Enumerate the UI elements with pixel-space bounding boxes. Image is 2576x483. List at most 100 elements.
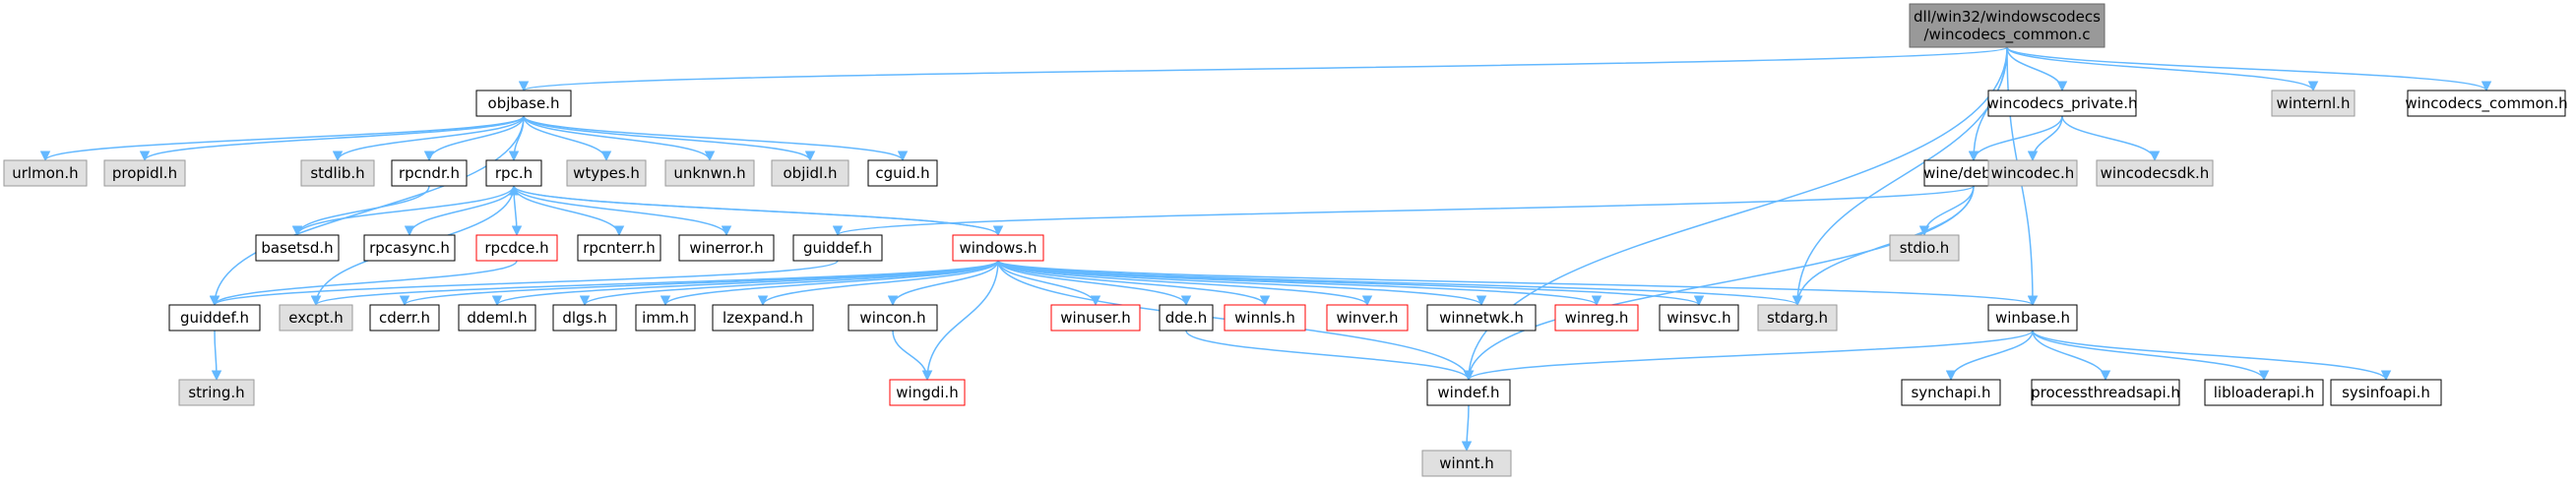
node-box [2096, 159, 2214, 187]
node-rpcndr[interactable]: rpcndr.h [391, 159, 468, 187]
node-box [1987, 90, 2137, 117]
node-box [1554, 304, 1639, 332]
edge-objbase-to-cguid [523, 115, 909, 162]
node-label: wincodecs_private.h [1987, 94, 2138, 113]
node-box [485, 159, 542, 187]
node-dde[interactable]: dde.h [1159, 304, 1214, 332]
node-wincodecs_private[interactable]: wincodecs_private.h [1987, 90, 2138, 117]
edge-guiddef-to-string [211, 330, 222, 382]
edge-windows-to-wingdi [921, 260, 999, 382]
edge-objbase-to-guiddef [209, 115, 525, 307]
node-box [771, 159, 849, 187]
node-ddeml[interactable]: ddeml.h [458, 304, 536, 332]
edge-rpc-to-basetsd [291, 185, 515, 237]
node-wincodecs_common_h[interactable]: wincodecs_common.h [2405, 90, 2568, 117]
node-rpcasync[interactable]: rpcasync.h [363, 234, 456, 262]
node-rpcdce[interactable]: rpcdce.h [475, 234, 558, 262]
node-box [1909, 3, 2105, 48]
node-box [475, 234, 558, 262]
node-string[interactable]: string.h [178, 379, 255, 406]
edge-winbase-to-sysinfoapi [2032, 330, 2392, 382]
node-rpc[interactable]: rpc.h [485, 159, 542, 187]
edge-windows-to-winnetwk [997, 260, 1487, 307]
node-cguid[interactable]: cguid.h [867, 159, 938, 187]
node-winternl[interactable]: winternl.h [2271, 90, 2356, 117]
node-winnt[interactable]: winnt.h [1421, 450, 1512, 477]
node-dlgs[interactable]: dlgs.h [552, 304, 617, 332]
node-box [552, 304, 617, 332]
node-wincodec[interactable]: wincodec.h [1987, 159, 2078, 187]
node-label: wincodecsdk.h [2101, 164, 2210, 182]
node-synchapi[interactable]: synchapi.h [1901, 379, 2001, 406]
node-objbase[interactable]: objbase.h [475, 90, 572, 117]
node-stdlib[interactable]: stdlib.h [300, 159, 375, 187]
edge-windows-to-imm [660, 260, 999, 307]
node-box [2407, 90, 2566, 117]
edge-root-to-wincodecs_common_h [2006, 46, 2492, 92]
node-label: rpcdce.h [484, 239, 548, 257]
node-label: wincon.h [859, 309, 925, 327]
node-label: ddeml.h [467, 309, 527, 327]
node-box [178, 379, 255, 406]
node-label: cguid.h [875, 164, 929, 182]
node-box [1987, 159, 2078, 187]
edge-guiddef_wine-to-guiddef [210, 260, 839, 307]
node-windows[interactable]: windows.h [952, 234, 1044, 262]
node-box [2271, 90, 2356, 117]
edge-root-to-objbase [519, 46, 2008, 92]
node-imm[interactable]: imm.h [635, 304, 696, 332]
node-box [2031, 379, 2180, 406]
edge-wine_debug-to-guiddef_wine [833, 185, 1975, 237]
node-sysinfoapi[interactable]: sysinfoapi.h [2330, 379, 2442, 406]
node-winnetwk[interactable]: winnetwk.h [1426, 304, 1537, 332]
node-label: guiddef.h [803, 239, 872, 257]
node-label: dde.h [1165, 309, 1208, 327]
node-wincon[interactable]: wincon.h [848, 304, 938, 332]
node-winver[interactable]: winver.h [1326, 304, 1409, 332]
node-winnls[interactable]: winnls.h [1224, 304, 1306, 332]
node-lzexpand[interactable]: lzexpand.h [712, 304, 814, 332]
node-label: synchapi.h [1911, 384, 1990, 401]
edge-objbase-to-stdlib [332, 115, 525, 162]
node-rpcnterr[interactable]: rpcnterr.h [577, 234, 661, 262]
node-label: winbase.h [1995, 309, 2070, 327]
node-wingdi[interactable]: wingdi.h [889, 379, 966, 406]
node-urlmon[interactable]: urlmon.h [3, 159, 88, 187]
node-excpt[interactable]: excpt.h [279, 304, 353, 332]
edge-windows-to-cderr [400, 260, 999, 307]
node-windef[interactable]: windef.h [1426, 379, 1511, 406]
node-libloaderapi[interactable]: libloaderapi.h [2204, 379, 2324, 406]
node-root[interactable]: dll/win32/windowscodecs/wincodecs_common… [1909, 3, 2105, 48]
node-label: winternl.h [2277, 94, 2351, 112]
node-propidl[interactable]: propidl.h [103, 159, 186, 187]
node-unknwn[interactable]: unknwn.h [664, 159, 755, 187]
node-stdio[interactable]: stdio.h [1889, 234, 1960, 262]
node-box [566, 159, 647, 187]
edge-windows-to-winsvc [997, 260, 1704, 307]
node-box [1050, 304, 1141, 332]
node-winbase[interactable]: winbase.h [1987, 304, 2078, 332]
node-winerror[interactable]: winerror.h [678, 234, 775, 262]
edge-windows-to-stdarg [997, 260, 1802, 307]
node-cderr[interactable]: cderr.h [369, 304, 440, 332]
node-processthreadsapi[interactable]: processthreadsapi.h [2031, 379, 2180, 406]
node-box [1426, 304, 1537, 332]
node-wtypes[interactable]: wtypes.h [566, 159, 647, 187]
node-label: windows.h [960, 239, 1037, 257]
node-box [363, 234, 456, 262]
node-winreg[interactable]: winreg.h [1554, 304, 1639, 332]
node-label: winnt.h [1439, 454, 1494, 472]
node-winsvc[interactable]: winsvc.h [1659, 304, 1739, 332]
node-winuser[interactable]: winuser.h [1050, 304, 1141, 332]
edge-windows-to-dde [997, 260, 1192, 307]
node-basetsd[interactable]: basetsd.h [255, 234, 340, 262]
node-wincodecsdk[interactable]: wincodecsdk.h [2096, 159, 2214, 187]
node-guiddef_wine[interactable]: guiddef.h [792, 234, 883, 262]
node-box [952, 234, 1044, 262]
node-objidl[interactable]: objidl.h [771, 159, 849, 187]
node-box [1757, 304, 1838, 332]
node-stdarg[interactable]: stdarg.h [1757, 304, 1838, 332]
edge-rpc-to-rpcdce [511, 185, 523, 237]
node-guiddef[interactable]: guiddef.h [168, 304, 261, 332]
node-box [1987, 304, 2078, 332]
